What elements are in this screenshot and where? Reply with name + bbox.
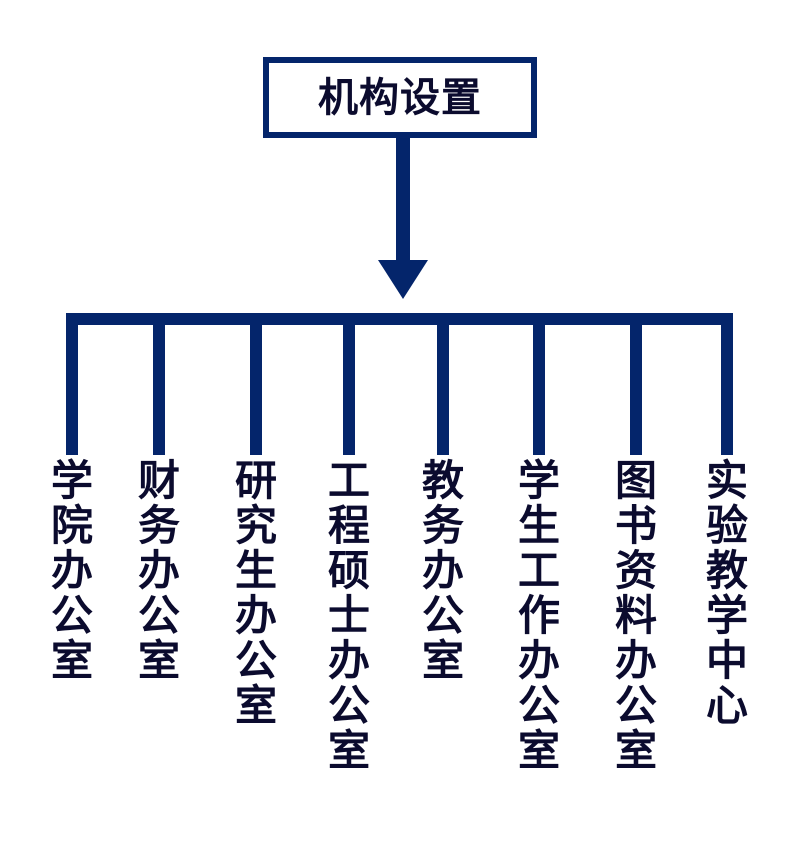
leaf-node-1[interactable]: 学院办公室 — [26, 458, 118, 683]
leaf-label-char: 室 — [50, 636, 93, 685]
leaf-label-char: 公 — [234, 636, 277, 685]
leaf-label-char: 教 — [705, 546, 748, 595]
leaf-label-char: 验 — [705, 501, 748, 550]
leaf-label-char: 办 — [137, 546, 180, 595]
leaf-label-char: 生 — [234, 546, 277, 595]
leaf-label-char: 究 — [234, 501, 277, 550]
leaf-node-4[interactable]: 工程硕士办公室 — [303, 458, 395, 773]
leaf-label-char: 实 — [705, 456, 748, 505]
leaf-label-char: 室 — [137, 636, 180, 685]
leaf-label-char: 图 — [614, 456, 657, 505]
leaf-label-char: 办 — [327, 636, 370, 685]
root-node-box[interactable]: 机构设置 — [263, 57, 537, 138]
leaf-label-char: 办 — [50, 546, 93, 595]
leaf-label-char: 公 — [517, 681, 560, 730]
leaf-label-char: 工 — [327, 456, 370, 505]
leaf-label-char: 办 — [517, 636, 560, 685]
leaf-label-char: 研 — [234, 456, 277, 505]
leaf-label-char: 办 — [614, 636, 657, 685]
connector-stem-1 — [66, 313, 78, 455]
leaf-label-char: 中 — [705, 636, 748, 685]
connector-stem-4 — [343, 313, 355, 455]
leaf-label-char: 公 — [421, 591, 464, 640]
leaf-label-char: 学 — [517, 456, 560, 505]
leaf-label-char: 务 — [421, 501, 464, 550]
leaf-label-char: 院 — [50, 501, 93, 550]
root-node-label: 机构设置 — [318, 74, 482, 121]
leaf-label-char: 生 — [517, 501, 560, 550]
horizontal-connector-bar — [66, 313, 733, 325]
leaf-node-8[interactable]: 实验教学中心 — [681, 458, 773, 728]
leaf-node-5[interactable]: 教务办公室 — [397, 458, 489, 683]
leaf-label-char: 公 — [50, 591, 93, 640]
leaf-label-char: 程 — [327, 501, 370, 550]
leaf-label-char: 作 — [517, 591, 560, 640]
leaf-label-char: 料 — [614, 591, 657, 640]
connector-stem-2 — [153, 313, 165, 455]
leaf-label-char: 硕 — [327, 546, 370, 595]
leaf-label-char: 学 — [50, 456, 93, 505]
connector-stem-6 — [533, 313, 545, 455]
leaf-label-char: 室 — [614, 726, 657, 775]
leaf-label-char: 书 — [614, 501, 657, 550]
connector-stem-3 — [250, 313, 262, 455]
leaf-label-char: 财 — [137, 456, 180, 505]
leaf-label-char: 室 — [517, 726, 560, 775]
connector-stem-7 — [630, 313, 642, 455]
leaf-label-char: 心 — [705, 681, 748, 730]
arrow-head-icon — [378, 260, 428, 299]
leaf-label-char: 公 — [137, 591, 180, 640]
leaf-label-char: 室 — [421, 636, 464, 685]
leaf-label-char: 士 — [327, 591, 370, 640]
leaf-node-3[interactable]: 研究生办公室 — [210, 458, 302, 728]
leaf-label-char: 公 — [327, 681, 370, 730]
leaf-label-char: 室 — [327, 726, 370, 775]
leaf-label-char: 资 — [614, 546, 657, 595]
connector-stem-5 — [437, 313, 449, 455]
leaf-label-char: 办 — [234, 591, 277, 640]
leaf-node-7[interactable]: 图书资料办公室 — [590, 458, 682, 773]
arrow-shaft — [396, 138, 410, 262]
connector-stem-8 — [721, 313, 733, 455]
leaf-node-6[interactable]: 学生工作办公室 — [493, 458, 585, 773]
leaf-node-2[interactable]: 财务办公室 — [113, 458, 205, 683]
leaf-label-char: 务 — [137, 501, 180, 550]
leaf-label-char: 教 — [421, 456, 464, 505]
leaf-label-char: 室 — [234, 681, 277, 730]
leaf-label-char: 办 — [421, 546, 464, 595]
leaf-label-char: 学 — [705, 591, 748, 640]
leaf-label-char: 公 — [614, 681, 657, 730]
leaf-label-char: 工 — [517, 546, 560, 595]
